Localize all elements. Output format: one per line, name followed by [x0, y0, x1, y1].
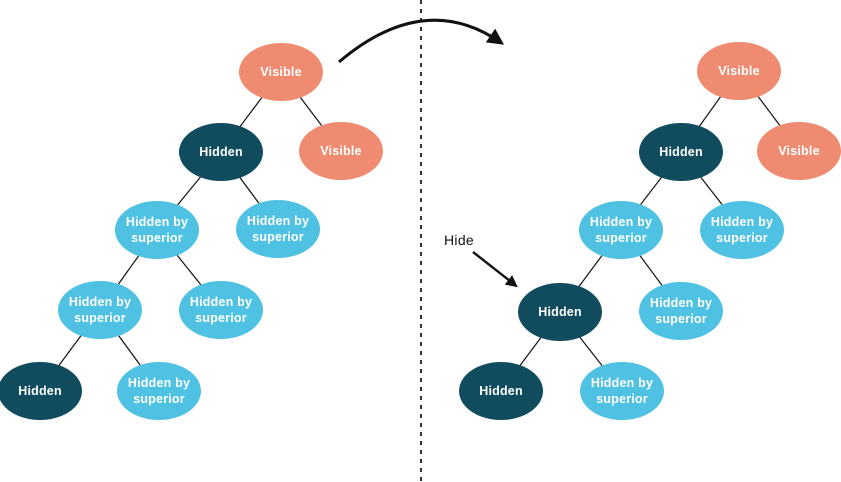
tree-node-hidden_by_superior: Hidden by superior [639, 282, 723, 340]
tree-node-hidden_by_superior: Hidden by superior [700, 201, 784, 259]
tree-node-visible: Visible [697, 42, 781, 100]
tree-node-hidden_by_superior: Hidden by superior [117, 362, 201, 420]
tree-node-visible: Visible [757, 122, 841, 180]
tree-node-hidden_by_superior: Hidden by superior [579, 201, 663, 259]
tree-node-hidden_by_superior: Hidden by superior [58, 281, 142, 339]
tree-node-hidden_by_superior: Hidden by superior [236, 200, 320, 258]
hide-annotation-arrow [472, 251, 518, 288]
tree-node-hidden: Hidden [459, 362, 543, 420]
tree-node-hidden: Hidden [518, 283, 602, 341]
tree-node-hidden: Hidden [179, 123, 263, 181]
tree-node-visible: Visible [239, 43, 323, 101]
tree-node-hidden: Hidden [0, 362, 82, 420]
tree-node-hidden: Hidden [639, 123, 723, 181]
before-after-arrow [338, 18, 505, 64]
tree-node-hidden_by_superior: Hidden by superior [179, 281, 263, 339]
tree-node-hidden_by_superior: Hidden by superior [580, 362, 664, 420]
tree-node-visible: Visible [299, 122, 383, 180]
tree-node-hidden_by_superior: Hidden by superior [115, 201, 199, 259]
hide-annotation-label: Hide [444, 232, 474, 248]
